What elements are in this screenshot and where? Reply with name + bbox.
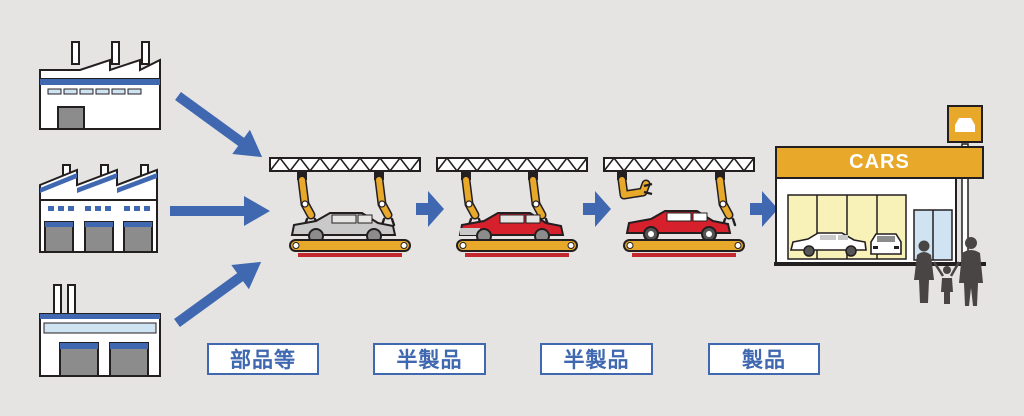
robot-arm-icon	[297, 171, 317, 225]
factory-1	[39, 41, 161, 130]
robot-arm-icon	[715, 171, 735, 225]
factory-2	[39, 164, 158, 253]
flow-arrow-3	[750, 191, 778, 227]
assembly-station-1	[269, 157, 421, 258]
factory-icon	[39, 41, 161, 377]
assembly-station-3	[603, 157, 755, 258]
car-icon	[870, 233, 902, 255]
label-parts: 部品等	[207, 343, 319, 375]
label-product: 製品	[708, 343, 820, 375]
car-icon	[626, 210, 731, 242]
flow-arrows-converging	[170, 91, 270, 328]
label-semi-product-2: 半製品	[540, 343, 653, 375]
flow-arrow-2	[583, 191, 611, 227]
robot-arm-icon	[617, 171, 653, 200]
robot-arm-icon	[374, 171, 394, 225]
conveyor-belt-icon	[623, 239, 745, 258]
flow-arrow-1	[416, 191, 444, 227]
family-icon	[914, 237, 983, 306]
assembly-station-2	[436, 157, 588, 258]
showroom-icon	[774, 105, 986, 306]
conveyor-belt-icon	[289, 239, 411, 258]
car-icon	[789, 232, 867, 257]
label-semi-product-1: 半製品	[373, 343, 486, 375]
conveyor-belt-icon	[456, 239, 578, 258]
factory-3	[39, 284, 161, 377]
robot-arm-icon	[461, 171, 481, 225]
showroom-sign-text: CARS	[849, 151, 910, 173]
